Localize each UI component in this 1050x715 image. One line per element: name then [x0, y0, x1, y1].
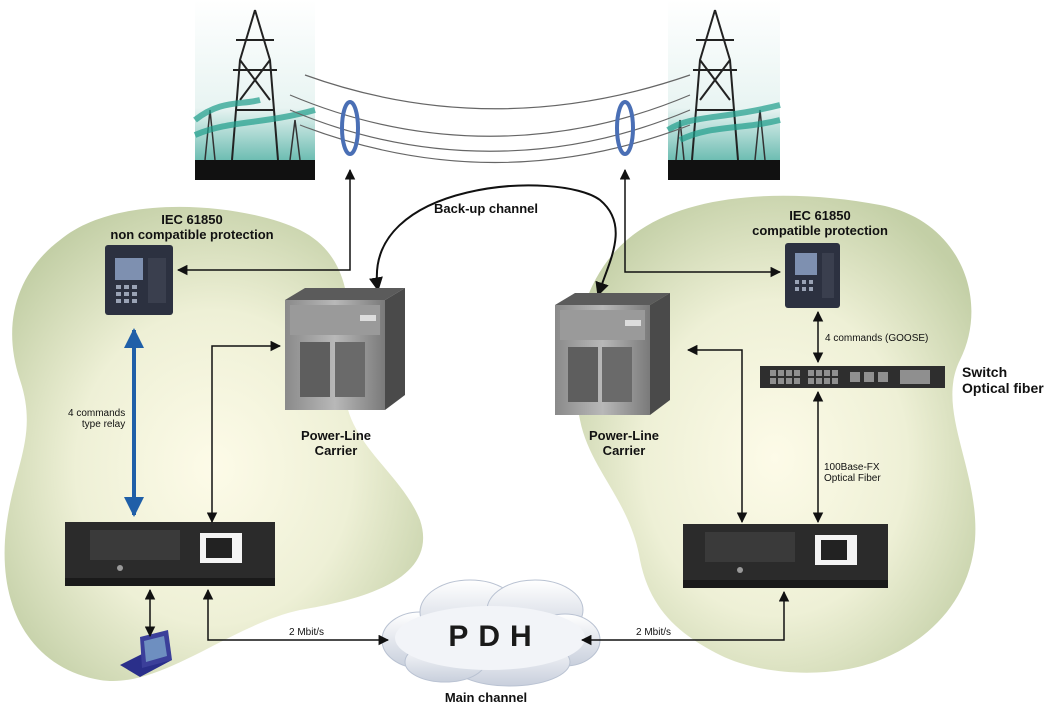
optical-switch — [760, 366, 945, 388]
left-protection-title-line1: IEC 61850 — [161, 212, 223, 227]
backup-channel-label: Back-up channel — [433, 201, 539, 216]
left-wan-rate-label: 2 Mbit/s — [289, 627, 325, 638]
left-plc-label-line1: Power-Line — [300, 428, 372, 443]
right-mux-pdh-link — [580, 590, 790, 646]
laptop-icon — [120, 630, 172, 677]
right-protection-title-line1: IEC 61850 — [789, 208, 851, 223]
pdh-cloud-label: PDH — [448, 620, 542, 653]
left-protection-title: IEC 61850 non compatible protection — [110, 212, 273, 242]
left-plc-label: Power-Line Carrier — [301, 428, 371, 458]
left-plc-cabinet — [285, 288, 405, 410]
fiber-link-label: 100Base-FX Optical Fiber — [824, 462, 881, 484]
switch-label-line1: Switch — [962, 364, 1008, 380]
left-protection-link — [176, 168, 356, 276]
right-tower-image — [666, 0, 781, 180]
left-plc-mux-link — [206, 340, 282, 524]
fiber-link-label-line1: 100Base-FX — [824, 462, 880, 473]
relay-link-label-line1: 4 commands — [68, 408, 126, 419]
right-coupling-ring — [615, 100, 635, 156]
right-plc-label: Power-Line Carrier — [589, 428, 659, 458]
relay-link-label: 4 commands type relay — [68, 408, 125, 430]
right-plc-label-line1: Power-Line — [588, 428, 660, 443]
relay-link-label-line2: type relay — [81, 419, 126, 430]
right-plc-mux-link — [686, 344, 748, 524]
right-protection-relay — [785, 243, 840, 308]
backup-channel-link — [369, 184, 617, 297]
right-wan-rate-label: 2 Mbit/s — [636, 627, 672, 638]
switch-label: Switch Optical fiber — [962, 364, 1044, 396]
right-protection-title-line2: compatible protection — [752, 223, 888, 238]
right-multiplexer — [683, 524, 888, 588]
left-plc-label-line2: Carrier — [314, 443, 358, 458]
left-multiplexer — [65, 522, 275, 586]
left-protection-relay — [105, 245, 173, 315]
fiber-link-label-line2: Optical Fiber — [824, 473, 881, 484]
right-protection-link — [619, 168, 782, 278]
left-tower-image — [193, 0, 316, 180]
right-plc-label-line2: Carrier — [602, 443, 646, 458]
left-coupling-ring — [340, 100, 360, 156]
right-plc-cabinet — [555, 293, 670, 415]
goose-link-label: 4 commands (GOOSE) — [825, 333, 929, 344]
left-mux-pdh-link — [202, 588, 390, 646]
right-protection-title: IEC 61850 compatible protection — [752, 208, 888, 238]
main-channel-label: Main channel — [444, 690, 528, 705]
left-protection-title-line2: non compatible protection — [110, 227, 274, 242]
switch-label-line2: Optical fiber — [962, 380, 1044, 396]
